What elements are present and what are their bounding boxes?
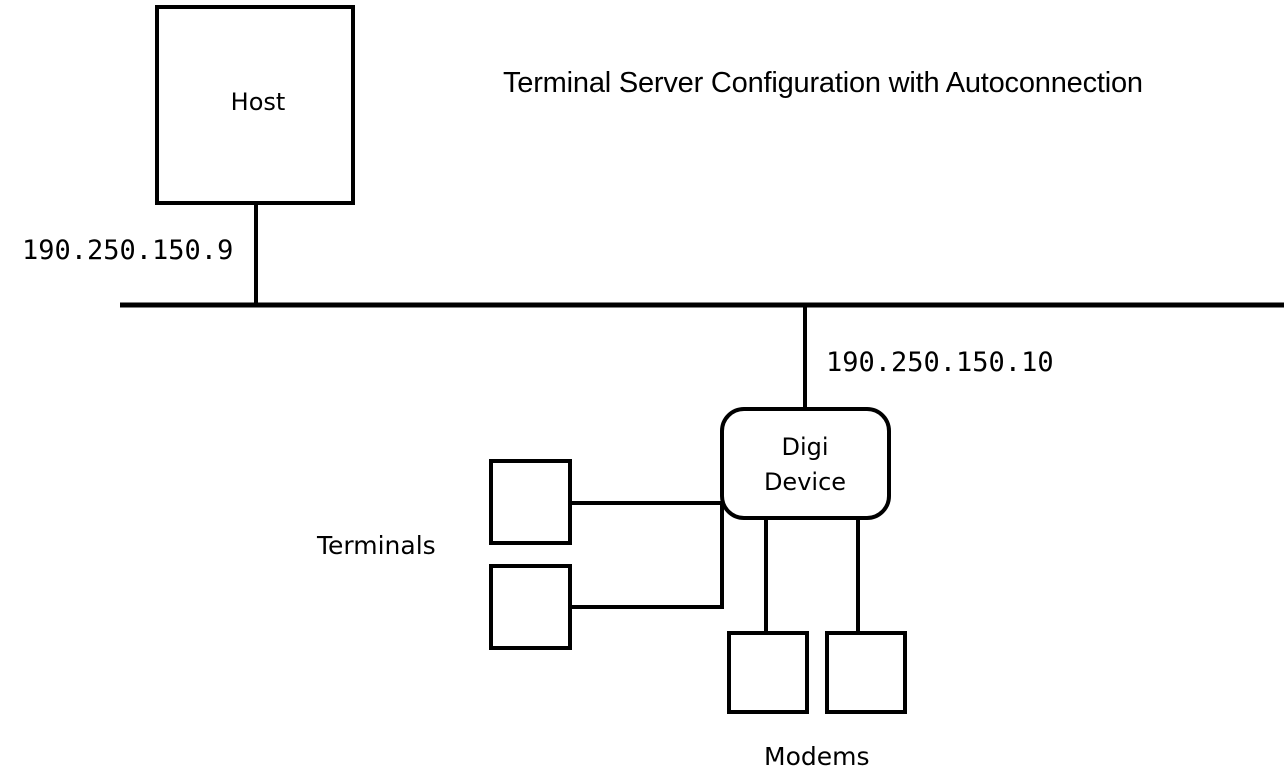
modem-box-2[interactable]: [825, 631, 907, 714]
terminal-box-1[interactable]: [489, 459, 572, 545]
host-label: Host: [231, 88, 286, 116]
digi-ip-label: 190.250.150.10: [826, 347, 1054, 378]
terminal-box-2[interactable]: [489, 564, 572, 650]
diagram-title: Terminal Server Configuration with Autoc…: [503, 67, 1143, 99]
digi-device-box[interactable]: [720, 407, 891, 520]
terminal-2-link: [570, 503, 724, 609]
terminals-group-label: Terminals: [316, 531, 436, 560]
modems-group-label: Modems: [764, 742, 870, 771]
host-ip-label: 190.250.150.9: [22, 235, 233, 266]
modem-box-1[interactable]: [727, 631, 809, 714]
digi-device-label-line2: Device: [764, 468, 846, 496]
digi-device-label-line1: Digi: [781, 433, 828, 461]
